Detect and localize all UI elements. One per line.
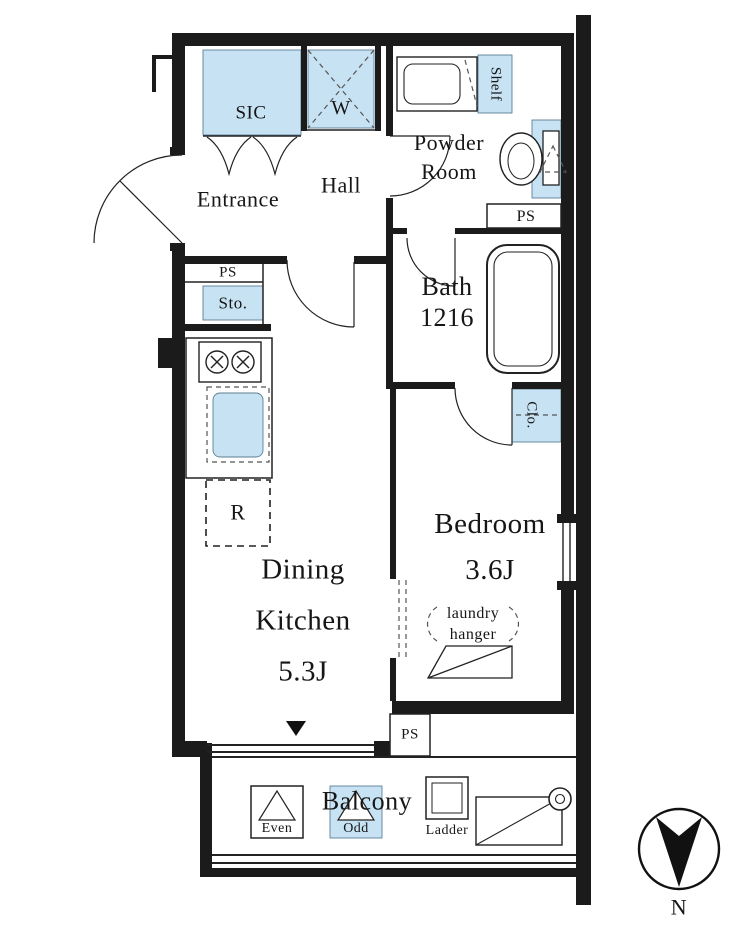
closet-label: Clo. <box>523 401 540 429</box>
refrigerator-box <box>205 479 271 547</box>
dining-kitchen-label: Dining Kitchen 5.3J <box>255 553 351 688</box>
dk-door-arc <box>286 259 355 328</box>
odd-label: Odd <box>343 821 369 837</box>
powder-door-arc <box>389 135 451 197</box>
sink-dashed-outline <box>206 386 270 463</box>
shelf-label: Shelf <box>487 66 504 102</box>
washer-label: W <box>331 96 351 119</box>
bathtub-inner <box>493 251 553 367</box>
entrance-door-arc <box>93 154 183 244</box>
toilet-seat <box>507 142 535 180</box>
bedroom-label: Bedroom 3.6J <box>434 508 546 586</box>
entrance-door-leaf <box>119 180 183 244</box>
kitchen-counter <box>185 337 273 479</box>
hall-label: Hall <box>321 172 361 198</box>
storage-label: Sto. <box>218 293 248 313</box>
sic-folding-door <box>206 136 252 177</box>
even-triangle <box>257 789 297 821</box>
laundry-hook-left <box>427 606 438 642</box>
sink-area <box>212 392 264 458</box>
sic-area <box>202 49 302 136</box>
balcony-label: Balcony <box>321 786 413 816</box>
laundry-hanger-plate <box>426 645 513 679</box>
compass-north-label: N <box>670 894 688 920</box>
bath-label: Bath 1216 <box>420 272 474 332</box>
bath-door-arc <box>406 237 456 287</box>
laundry-hook-right <box>508 606 519 642</box>
ladder-label: Ladder <box>425 823 469 839</box>
odd-triangle <box>336 789 376 821</box>
toilet-tank <box>542 130 560 186</box>
compass-icon <box>637 807 721 891</box>
ps-top-label: PS <box>516 208 536 226</box>
even-label: Even <box>261 821 293 837</box>
walls <box>152 15 591 905</box>
shelf-area <box>477 54 513 114</box>
window-marker <box>286 721 306 736</box>
washer-cross <box>307 49 375 129</box>
vanity-mirror <box>464 59 478 107</box>
powder-room-label: Powder Room <box>413 130 485 184</box>
laundry-hanger-label: laundry hanger <box>446 605 500 643</box>
refrigerator-label: R <box>230 499 246 525</box>
entrance-label: Entrance <box>196 186 280 212</box>
sic-label: SIC <box>235 102 267 124</box>
ps-top-box <box>486 203 562 229</box>
stove-icon <box>198 341 262 383</box>
storage-area <box>202 285 264 321</box>
ps-left-label: PS <box>219 264 237 281</box>
vanity-sink <box>403 63 461 105</box>
ps-bottom-label: PS <box>401 726 419 743</box>
bedroom-window <box>557 514 576 590</box>
bedroom-door-arc <box>454 387 513 446</box>
